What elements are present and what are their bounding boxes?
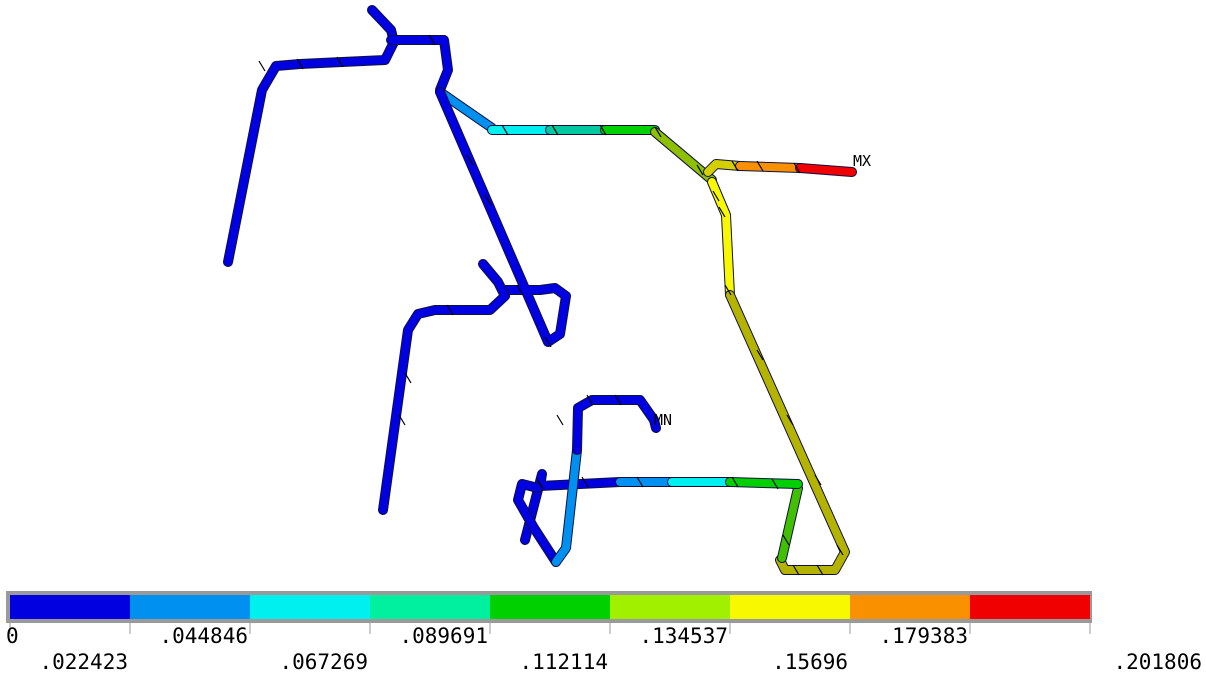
legend-value-label: .044846 xyxy=(159,624,248,648)
element-division-mark xyxy=(756,160,764,172)
pipe-network xyxy=(223,5,857,575)
element-division-mark xyxy=(654,126,662,138)
element-division-mark xyxy=(336,56,344,68)
legend-value-label: .022423 xyxy=(39,650,128,674)
element-division-mark xyxy=(696,164,704,176)
pipe-segment xyxy=(651,128,716,184)
element-division-mark xyxy=(446,304,454,316)
pipe-segment xyxy=(521,470,624,544)
element-division-mark xyxy=(296,58,304,70)
legend-value-label: .134537 xyxy=(639,624,728,648)
element-division-mark xyxy=(536,478,544,490)
element-division-mark xyxy=(599,124,607,136)
pipe-segment xyxy=(224,6,398,266)
legend-value-labels: 0 .022423 .044846 .067269 .089691 .112114 .134… xyxy=(6,624,1202,674)
element-division-mark xyxy=(718,206,726,218)
legend-value-label: .179383 xyxy=(879,624,968,648)
min-value-marker: MN xyxy=(654,411,672,429)
pipe-segment xyxy=(514,480,560,566)
element-division-mark xyxy=(793,162,801,174)
element-division-mark xyxy=(836,544,844,556)
element-division-mark xyxy=(556,414,564,426)
element-division-mark xyxy=(816,564,824,576)
element-division-mark xyxy=(724,284,732,296)
element-division-mark xyxy=(258,60,266,72)
element-division-mark xyxy=(731,476,739,488)
element-division-mark xyxy=(614,394,622,406)
element-division-mark xyxy=(551,124,559,136)
legend-value-label: .201806 xyxy=(1113,650,1202,674)
element-division-mark xyxy=(516,284,524,296)
element-division-mark xyxy=(398,414,406,426)
pipe-segment xyxy=(726,291,849,574)
contour-legend: 0 .022423 .044846 .067269 .089691 .112114 .134… xyxy=(6,591,1202,674)
element-division-mark xyxy=(466,154,474,166)
element-division-mark xyxy=(756,349,764,361)
pipe-model-viewport: MX MN xyxy=(223,5,871,576)
element-division-mark xyxy=(404,372,412,384)
pipe-segment xyxy=(796,164,856,176)
element-divisions xyxy=(258,34,844,576)
element-division-mark xyxy=(814,474,822,486)
legend-tick-marks xyxy=(9,623,1091,634)
legend-color-band xyxy=(850,595,970,619)
element-division-mark xyxy=(428,34,436,46)
pipe-segment xyxy=(436,88,496,132)
max-value-marker: MX xyxy=(853,152,871,170)
element-division-mark xyxy=(484,194,492,206)
element-division-mark xyxy=(501,124,509,136)
legend-value-label: .15696 xyxy=(772,650,848,674)
pipe-segment xyxy=(387,36,452,94)
element-division-mark xyxy=(771,478,779,490)
element-division-mark xyxy=(712,190,720,202)
legend-color-band xyxy=(970,595,1090,619)
legend-color-band xyxy=(730,595,850,619)
pipe-segment xyxy=(778,484,802,562)
legend-value-label: .089691 xyxy=(399,624,488,648)
legend-color-band xyxy=(490,595,610,619)
element-division-mark xyxy=(581,476,589,488)
pipe-segment xyxy=(736,162,804,172)
element-division-mark xyxy=(636,476,644,488)
legend-value-label: 0 xyxy=(6,624,19,648)
element-division-mark xyxy=(731,160,739,172)
pipe-segment xyxy=(552,446,581,566)
element-division-mark xyxy=(586,394,594,406)
element-division-mark xyxy=(786,414,794,426)
element-division-mark xyxy=(782,534,790,546)
legend-color-band xyxy=(370,595,490,619)
legend-value-label: .067269 xyxy=(279,650,368,674)
element-division-mark xyxy=(792,564,800,576)
legend-color-band xyxy=(250,595,370,619)
pipe-segment xyxy=(726,478,802,488)
pipe-segment xyxy=(704,160,744,176)
legend-color-bands xyxy=(10,595,1090,619)
legend-value-label: .112114 xyxy=(519,650,608,674)
pipe-segment xyxy=(379,260,509,514)
pipe-segment xyxy=(573,396,660,454)
pipe-segment xyxy=(708,178,734,299)
legend-color-band xyxy=(10,595,130,619)
legend-color-band xyxy=(130,595,250,619)
legend-color-band xyxy=(610,595,730,619)
element-division-mark xyxy=(544,336,552,348)
